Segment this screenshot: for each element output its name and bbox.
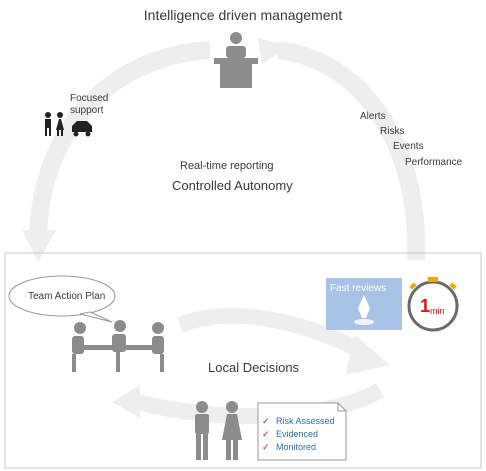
left-arc [29,41,211,241]
team-meeting-icon [72,320,164,372]
label-performance: Performance [405,157,463,168]
fast-reviews-tile [326,278,402,330]
focused-support-line2: support [70,105,104,116]
checklist-item-risk-assessed: Risk Assessed [276,416,335,426]
page-title: Intelligence driven management [143,7,343,23]
focused-support-label: Focused support [70,93,108,117]
speech-bubble [8,275,116,323]
checklist-item-monitored: Monitored [276,442,317,452]
local-panel [4,252,482,469]
check-icon: ✓ [262,429,270,439]
left-arrow-head [22,230,56,262]
label-risks: Risks [380,126,405,137]
label-alerts: Alerts [360,111,386,122]
staff-icon [195,401,242,460]
right-arc [276,41,426,261]
car-icon [72,121,92,137]
fast-reviews-label: Fast reviews [330,283,387,294]
timer-unit: min [430,306,445,316]
check-icon: ✓ [262,416,270,426]
local-decisions-label: Local Decisions [208,360,300,375]
check-icon: ✓ [262,442,270,452]
cycle-arrow [29,41,426,261]
local-arrow-head-right [345,335,390,375]
timer-number: 1 [420,296,431,316]
local-arc-top [177,307,364,358]
checklist-card [257,402,347,461]
realtime-reporting-label: Real-time reporting [180,160,274,172]
stopwatch-icon [407,277,459,332]
top-arrow-head [258,38,290,64]
controlled-autonomy-label: Controlled Autonomy [172,178,293,193]
checklist-item-evidenced: Evidenced [276,429,319,439]
focused-support-line1: Focused [70,93,109,104]
team-action-plan-label: Team Action Plan [28,291,106,302]
local-arrow-head-left [112,385,140,418]
label-events: Events [393,141,424,152]
manager-desk-icon [214,32,258,88]
people-icon [45,112,64,136]
rocket-icon [358,295,370,318]
